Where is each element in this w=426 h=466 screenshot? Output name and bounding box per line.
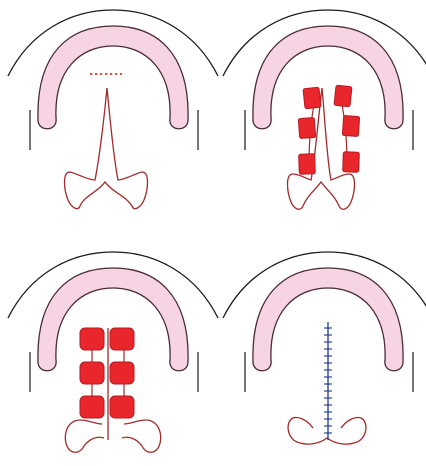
cleft-outline bbox=[65, 420, 160, 452]
flap-left-upper bbox=[80, 328, 104, 350]
alveolar-ridge bbox=[38, 26, 188, 129]
flap-right-middle bbox=[110, 362, 134, 384]
alveolar-ridge bbox=[253, 26, 403, 129]
flap-right-lower bbox=[110, 396, 134, 418]
cleft-outline bbox=[65, 88, 148, 209]
panel-incision-marked bbox=[8, 10, 218, 209]
flap-right-upper bbox=[110, 328, 134, 350]
flap-left-lower bbox=[299, 154, 316, 175]
flap-left-lower bbox=[80, 396, 104, 418]
flap-left-upper bbox=[303, 87, 321, 109]
panel-closure-sutured bbox=[223, 252, 426, 444]
flap-left-middle bbox=[298, 117, 315, 138]
flap-right-upper bbox=[334, 85, 352, 107]
alveolar-ridge bbox=[38, 268, 188, 371]
panel-flaps-approximated bbox=[8, 252, 218, 452]
panel-flaps-raised bbox=[223, 10, 426, 209]
flap-right-lower bbox=[343, 152, 360, 173]
flap-left-middle bbox=[80, 362, 104, 384]
uvula-outline bbox=[288, 417, 366, 444]
flap-right-middle bbox=[342, 115, 359, 136]
